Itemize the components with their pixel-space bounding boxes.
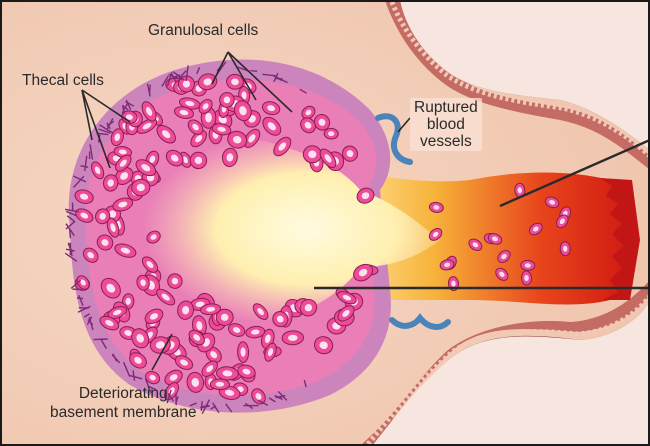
thecal-fiber xyxy=(150,85,151,95)
released-cell xyxy=(521,271,532,286)
label-thecal-cells: Thecal cells xyxy=(22,72,104,90)
thecal-fiber xyxy=(251,71,258,72)
released-cell xyxy=(560,241,571,256)
thecal-fiber xyxy=(72,289,82,290)
released-cell xyxy=(521,260,536,271)
label-ruptured-line1: Ruptured xyxy=(414,99,478,116)
thecal-fiber xyxy=(70,229,71,238)
label-granulosal-cells: Granulosal cells xyxy=(148,22,258,40)
label-ruptured-line3: vessels xyxy=(414,133,478,150)
granulosa-cell xyxy=(237,342,248,363)
label-ruptured-blood-vessels: Ruptured blood vessels xyxy=(410,98,482,151)
granulosa-cell xyxy=(282,331,304,346)
label-deteriorating-membrane: Deteriorating basement membrane xyxy=(50,384,196,422)
thecal-fiber xyxy=(201,401,202,411)
granulosa-cell xyxy=(210,379,229,390)
label-deteriorating-line2: basement membrane xyxy=(50,403,196,422)
label-ruptured-line2: blood xyxy=(414,116,478,133)
granulosa-cell xyxy=(216,309,234,326)
granulosa-cell xyxy=(303,145,322,163)
label-deteriorating-line1: Deteriorating xyxy=(50,384,196,403)
